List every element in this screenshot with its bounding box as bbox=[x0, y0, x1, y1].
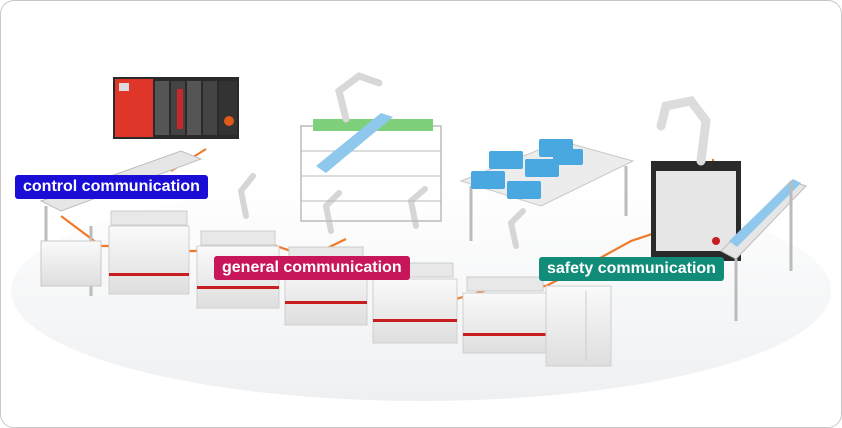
label-general-communication: general communication bbox=[214, 256, 410, 280]
machine-unit-5 bbox=[462, 276, 548, 354]
label-safety-communication: safety communication bbox=[539, 257, 724, 281]
control-cabinet bbox=[545, 285, 612, 367]
machine-unit-4 bbox=[372, 262, 458, 344]
tray-rack bbox=[300, 72, 442, 222]
machine-unit-1 bbox=[108, 210, 190, 295]
plc-controller bbox=[113, 77, 239, 139]
label-control-communication: control communication bbox=[15, 175, 208, 199]
right-conveyor bbox=[720, 179, 807, 321]
collaborative-robot bbox=[651, 96, 741, 261]
tray-table bbox=[459, 139, 635, 241]
